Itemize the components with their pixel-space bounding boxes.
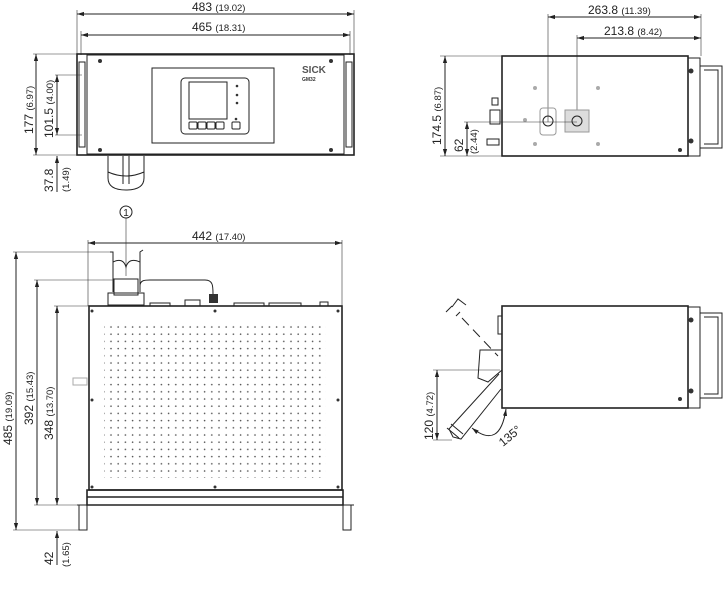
dim-37-8-inch: (1.49) (61, 167, 72, 192)
tilt-view: 120 (4.72) 135° (422, 298, 723, 449)
dim-42: 42 (42, 551, 56, 565)
dim-101-5: 101.5 (4.00) (42, 80, 56, 138)
dim-37-8: 37.8 (42, 168, 56, 192)
model-label: GM32 (302, 77, 316, 83)
dim-485: 485 (19.09) (1, 392, 15, 445)
top-view: 1 442 (17.40) 485 (19.09) 392 (15.43) 34… (1, 205, 354, 567)
dim-174-5: 174.5 (6.87) (430, 87, 444, 145)
dim-392: 392 (15.43) (22, 372, 36, 425)
front-view: 483 (19.02) 465 (18.31) SICK GM32 177 (6… (22, 0, 355, 192)
dim-213-8: 213.8 (8.42) (604, 24, 662, 38)
dim-465: 465 (18.31) (192, 20, 245, 34)
dim-442: 442 (17.40) (192, 229, 245, 243)
dim-263-8: 263.8 (11.39) (588, 3, 651, 17)
dim-177: 177 (6.97) (22, 86, 36, 134)
dim-120: 120 (4.72) (422, 392, 436, 440)
dim-348: 348 (13.70) (42, 387, 56, 440)
dim-62: 62 (452, 138, 466, 152)
sick-logo: SICK (302, 65, 327, 76)
dim-483: 483 (19.02) (192, 0, 245, 14)
dim-42-inch: (1.65) (61, 542, 72, 567)
callout-1: 1 (123, 208, 129, 219)
angle-135: 135° (496, 422, 524, 449)
side-view: 263.8 (11.39) 213.8 (8.42) 174.5 (6.87) … (430, 3, 723, 157)
dim-62-inch: (2.44) (469, 129, 480, 154)
